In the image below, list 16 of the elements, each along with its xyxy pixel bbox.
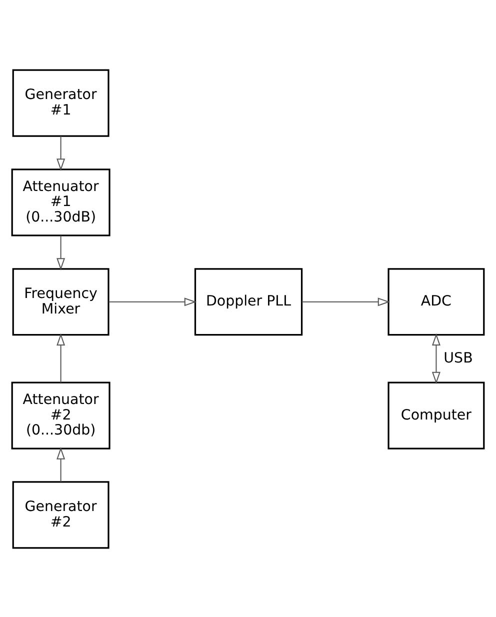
node-box: Attenuator #1 (0...30dB) (11, 168, 110, 236)
arrow (56, 446, 66, 482)
arrow (302, 297, 390, 306)
node-box: Attenuator #2 (0...30db) (11, 381, 110, 449)
arrow (56, 136, 66, 170)
node-box: ADC (388, 268, 485, 336)
node-box: Generator #2 (12, 480, 110, 548)
edge-label: USB (444, 350, 473, 366)
node-box: Frequency Mixer (12, 268, 110, 336)
arrow (108, 297, 197, 306)
arrow (56, 235, 66, 270)
arrow (56, 332, 66, 382)
arrow (432, 332, 440, 384)
node-box: Doppler PLL (194, 268, 303, 336)
node-box: Computer (388, 381, 485, 449)
node-box: Generator #1 (12, 68, 110, 136)
